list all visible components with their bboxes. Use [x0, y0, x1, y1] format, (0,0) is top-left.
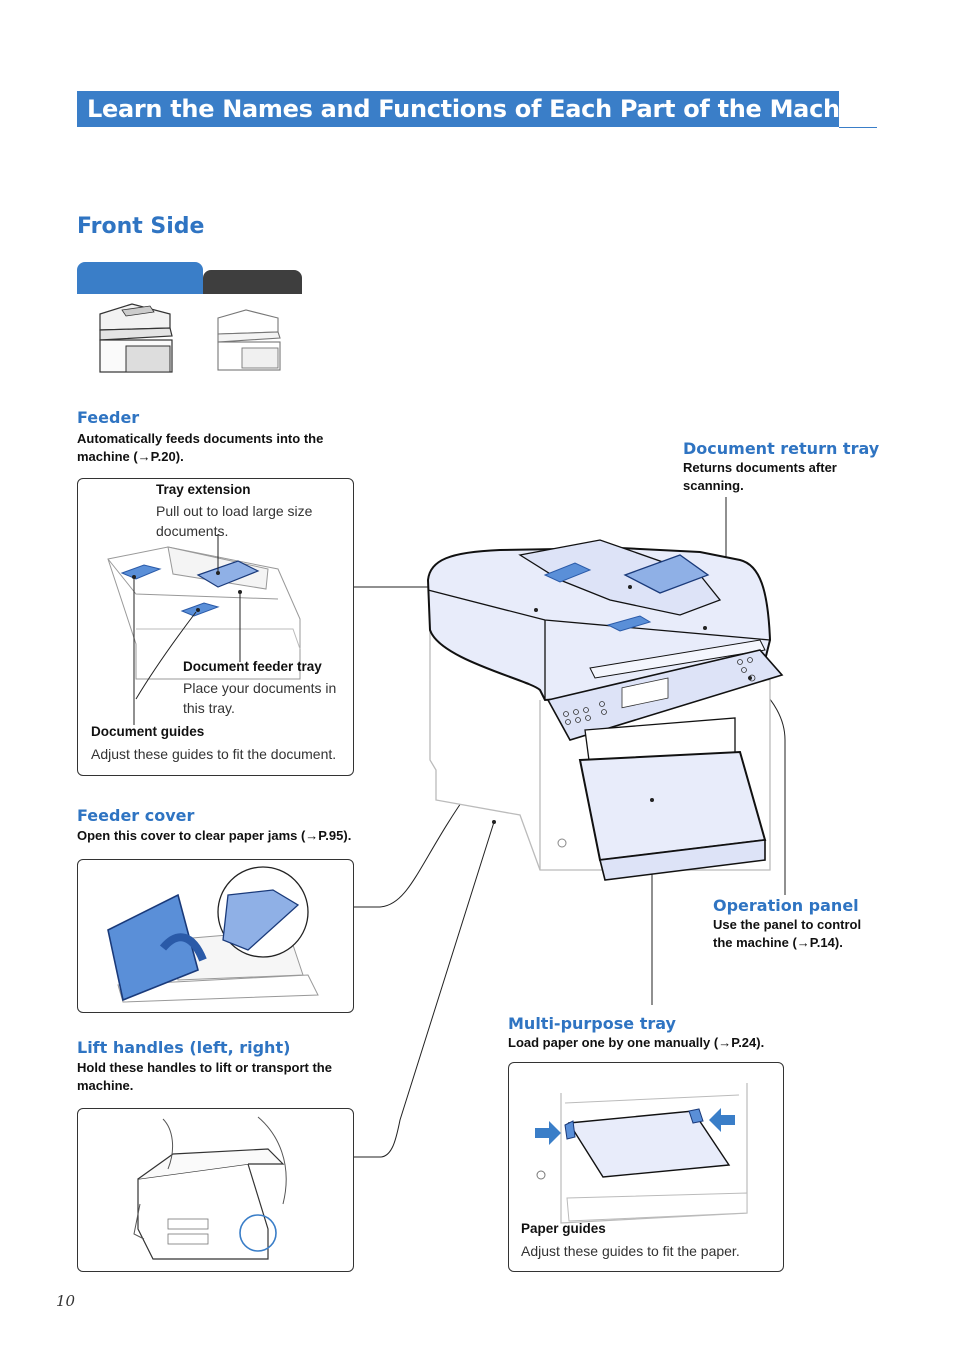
paper-guides-illustration	[535, 1083, 748, 1224]
multi-purpose-tray-heading: Multi-purpose tray	[508, 1014, 676, 1033]
feeder-heading: Feeder	[77, 408, 140, 427]
feeder-desc: Automatically feeds documents into the m…	[77, 431, 324, 464]
multi-purpose-tray-desc: Load paper one by one manually (→P.24).	[508, 1035, 765, 1050]
feeder-detail-box: Tray extension Pull out to load large si…	[77, 478, 354, 776]
document-return-tray-desc: Returns documents after scanning.	[683, 460, 837, 493]
feeder-cover-desc: Open this cover to clear paper jams (→P.…	[77, 828, 352, 843]
lift-handles-heading: Lift handles (left, right)	[77, 1038, 291, 1057]
document-feeder-tray-title: Document feeder tray	[183, 659, 322, 674]
operation-panel-desc: Use the panel to control the machine (→P…	[713, 917, 862, 950]
feeder-cover-heading: Feeder cover	[77, 806, 195, 825]
section-title: Front Side	[77, 214, 205, 239]
feeder-cover-box	[77, 859, 354, 1013]
lift-handles-illustration	[133, 1116, 287, 1260]
title-rule	[839, 127, 877, 128]
model-tab-other[interactable]	[203, 270, 302, 294]
page-title: Learn the Names and Functions of Each Pa…	[77, 91, 881, 127]
printer-with-tray-icon	[99, 303, 173, 373]
document-feeder-tray-desc: Place your documents in this tray.	[183, 680, 337, 716]
lift-handles-desc: Hold these handles to lift or transport …	[77, 1060, 332, 1093]
tray-extension-title: Tray extension	[156, 482, 251, 497]
printer-compact-icon	[217, 309, 281, 371]
lift-handles-box	[77, 1108, 354, 1272]
multi-purpose-tray-box: Paper guides Adjust these guides to fit …	[508, 1062, 784, 1272]
paper-guides-title: Paper guides	[521, 1221, 606, 1236]
document-guides-title: Document guides	[91, 724, 205, 739]
feeder-illustration	[107, 534, 301, 725]
document-return-tray-heading: Document return tray	[683, 439, 880, 458]
model-tab-selected[interactable]	[77, 262, 203, 294]
tray-extension-desc: Pull out to load large size documents.	[156, 503, 313, 539]
page-number: 10	[56, 1292, 76, 1310]
operation-panel-heading: Operation panel	[713, 896, 859, 915]
paper-guides-desc: Adjust these guides to fit the paper.	[521, 1243, 740, 1259]
document-guides-desc: Adjust these guides to fit the document.	[91, 746, 337, 762]
feeder-cover-illustration	[107, 866, 319, 1003]
